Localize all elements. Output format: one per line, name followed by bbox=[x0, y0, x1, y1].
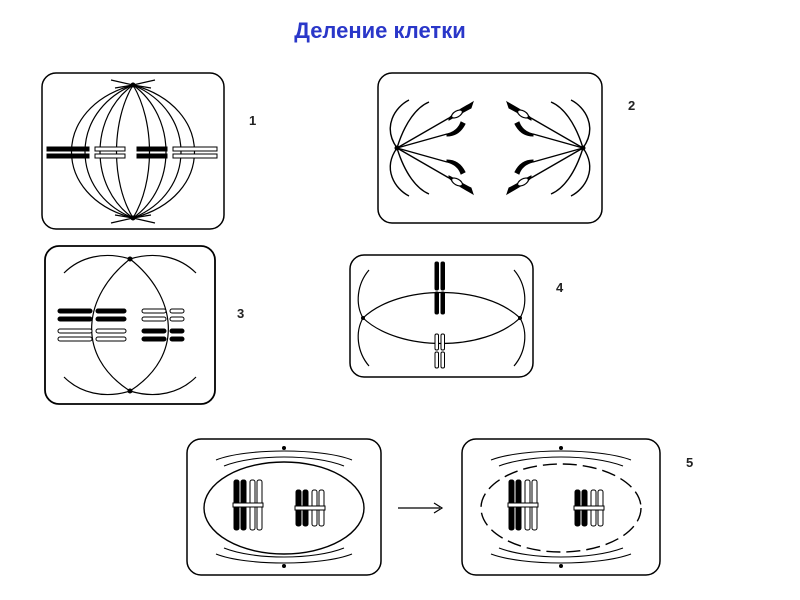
panel-5-label: 5 bbox=[686, 455, 694, 470]
panel-5b-cell bbox=[461, 438, 661, 576]
panel-3-label: 3 bbox=[237, 306, 245, 321]
panel-4-cell bbox=[349, 254, 534, 378]
panel-1-cell bbox=[41, 72, 225, 230]
panel-5a-cell bbox=[186, 438, 382, 576]
panel-3-cell bbox=[44, 245, 216, 405]
arrow-icon bbox=[398, 502, 444, 514]
panel-1-label: 1 bbox=[249, 113, 257, 128]
panel-2-label: 2 bbox=[628, 98, 636, 113]
panel-4-label: 4 bbox=[556, 280, 564, 295]
panel-2-cell bbox=[377, 72, 603, 224]
page-title: Деление клетки bbox=[294, 18, 466, 43]
